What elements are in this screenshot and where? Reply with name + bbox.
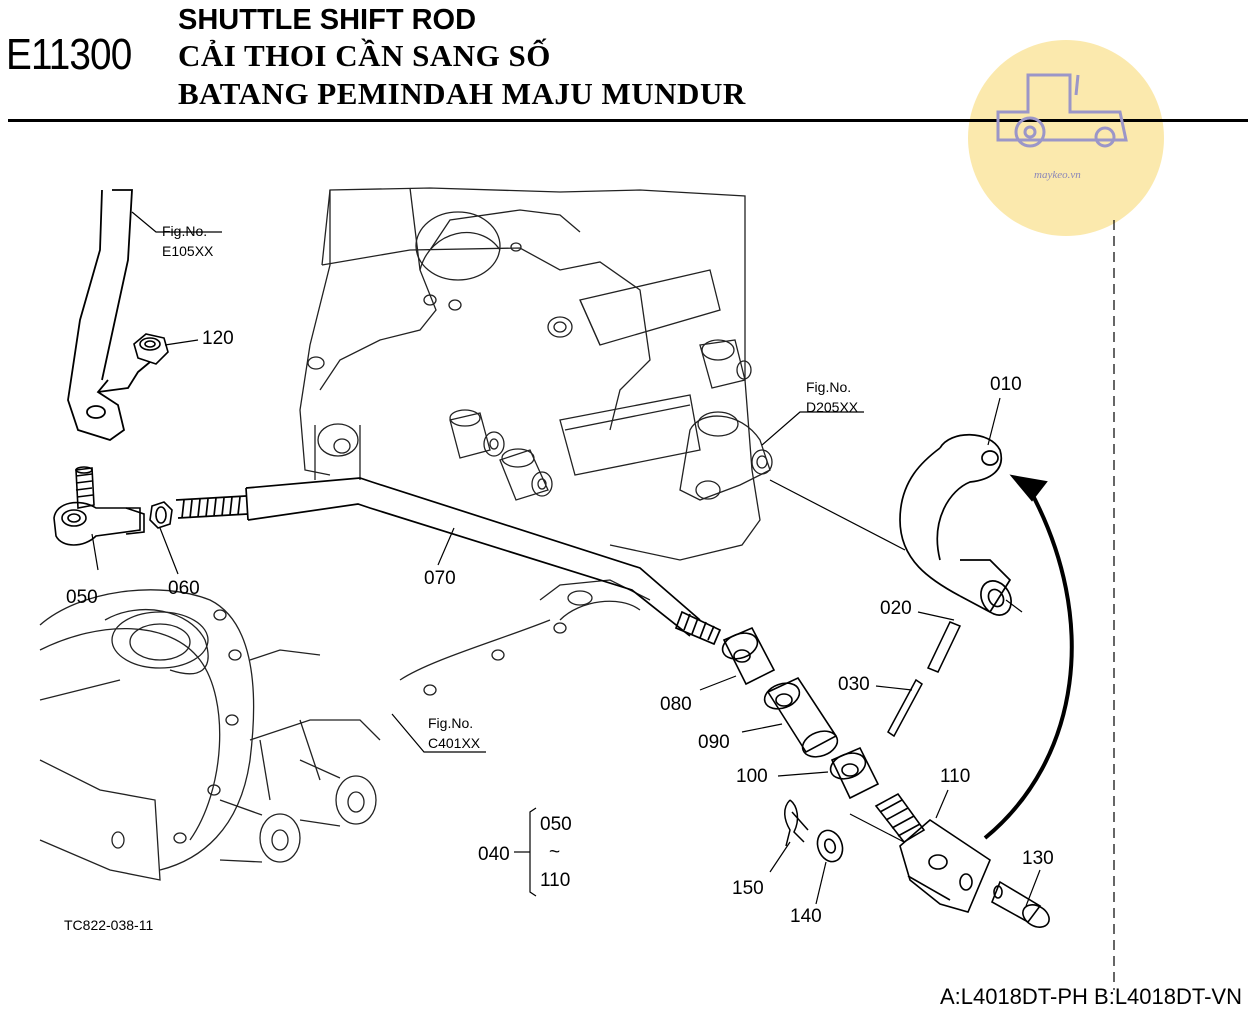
ref-d205xx-code: D205XX bbox=[806, 399, 859, 415]
ref-d205xx-label: Fig.No. bbox=[806, 379, 851, 395]
label-010: 010 bbox=[990, 374, 1022, 395]
ref-e105xx-label: Fig.No. bbox=[162, 223, 207, 239]
label-130: 130 bbox=[1022, 848, 1054, 869]
label-060: 060 bbox=[168, 578, 200, 599]
label-050: 050 bbox=[66, 587, 98, 608]
watermark-text: maykeo.vn bbox=[1034, 169, 1081, 181]
title-english: SHUTTLE SHIFT ROD bbox=[178, 4, 477, 36]
part-050-ball-joint bbox=[53, 466, 145, 546]
label-140: 140 bbox=[790, 906, 822, 927]
watermark-badge bbox=[968, 40, 1164, 236]
label-020: 020 bbox=[880, 598, 912, 619]
upper-lever bbox=[67, 189, 151, 441]
title-indonesian: BATANG PEMINDAH MAJU MUNDUR bbox=[178, 76, 746, 111]
part-070-rod bbox=[175, 477, 722, 646]
part-140-washer bbox=[816, 829, 844, 863]
drawing-reference: TC822-038-11 bbox=[64, 917, 153, 933]
leader-lines bbox=[91, 211, 1115, 990]
label-070: 070 bbox=[424, 568, 456, 589]
ref-e105xx-code: E105XX bbox=[162, 243, 214, 259]
ref-c401xx-code: C401XX bbox=[428, 735, 481, 751]
part-100-collar bbox=[829, 746, 880, 800]
label-080: 080 bbox=[660, 694, 692, 715]
part-020-pin bbox=[926, 621, 962, 673]
ref-c401xx-label: Fig.No. bbox=[428, 715, 473, 731]
part-120-nut bbox=[133, 333, 169, 365]
tractor-icon bbox=[996, 73, 1128, 148]
part-110-clevis bbox=[874, 792, 991, 913]
label-120: 120 bbox=[202, 328, 234, 349]
title-vietnamese: CẢI THOI CẦN SANG SỐ bbox=[178, 38, 551, 73]
part-150-clip bbox=[784, 799, 809, 847]
part-060-nut bbox=[149, 501, 173, 529]
group-to: 110 bbox=[540, 870, 570, 891]
transmission-housing bbox=[39, 187, 773, 881]
group-from: 050 bbox=[540, 814, 572, 835]
group-tilde: ~ bbox=[549, 842, 560, 863]
part-030-pin bbox=[887, 678, 923, 738]
label-150: 150 bbox=[732, 878, 764, 899]
label-110: 110 bbox=[940, 766, 970, 787]
page-code: E11300 bbox=[6, 30, 132, 79]
model-footer: A:L4018DT-PH B:L4018DT-VN bbox=[939, 984, 1242, 1009]
part-090-sleeve bbox=[763, 676, 839, 758]
part-010-lever-arm bbox=[899, 433, 1012, 616]
label-100: 100 bbox=[736, 766, 768, 787]
header-rule bbox=[8, 119, 1248, 122]
part-080-collar bbox=[721, 626, 776, 686]
part-130-pin bbox=[990, 880, 1050, 928]
rotation-arrow bbox=[983, 489, 1074, 840]
label-090: 090 bbox=[698, 732, 730, 753]
label-030: 030 bbox=[838, 674, 870, 695]
arrow-head bbox=[1009, 474, 1048, 502]
label-040: 040 bbox=[478, 844, 510, 865]
